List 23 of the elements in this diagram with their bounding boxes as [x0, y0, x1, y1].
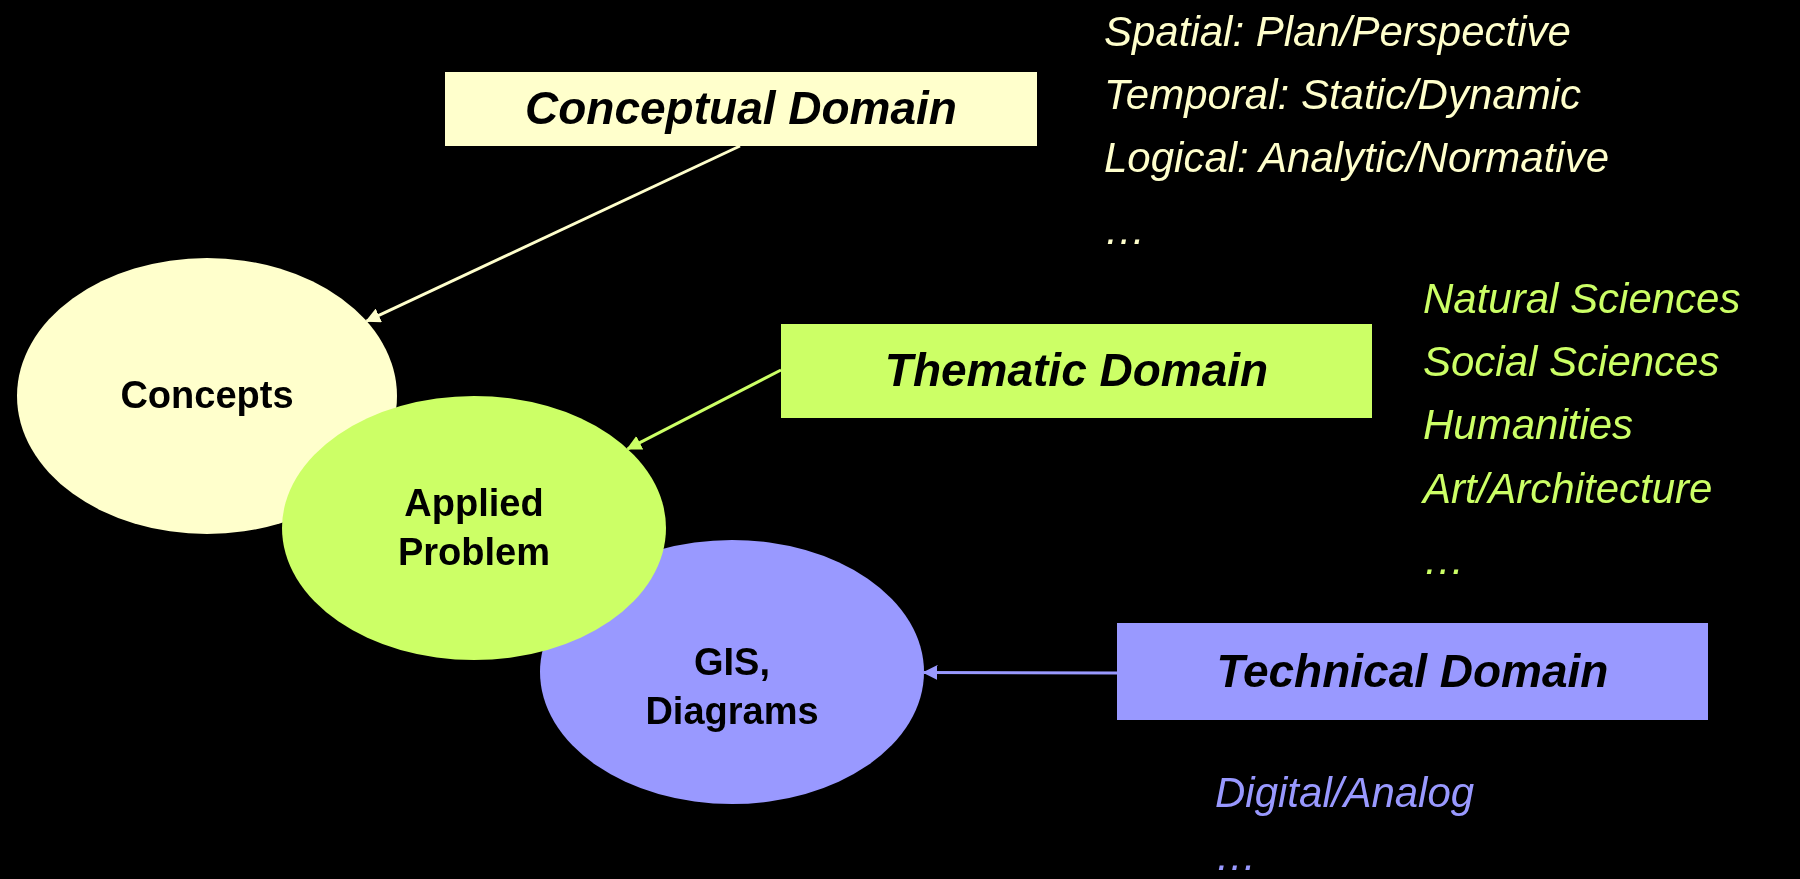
node-label: Concepts	[119, 373, 295, 419]
domain-note: Temporal: Static/Dynamic	[1104, 71, 1581, 120]
node-label: Thematic Domain	[884, 343, 1269, 399]
node-label: Applied Problem	[396, 480, 551, 575]
domain-note: …	[1215, 832, 1257, 879]
domain-note: Social Sciences	[1423, 338, 1720, 387]
domain-note: Spatial: Plan/Perspective	[1104, 8, 1571, 57]
arrow	[922, 665, 1117, 681]
domain-note: Art/Architecture	[1423, 465, 1713, 514]
domain-note: Humanities	[1423, 401, 1634, 450]
domain-note: …	[1423, 536, 1465, 585]
arrow	[626, 368, 782, 451]
domain-note: Natural Sciences	[1423, 275, 1741, 324]
node-label: GIS, Diagrams	[644, 639, 820, 734]
arrow	[365, 144, 741, 323]
domain-box	[445, 72, 1037, 146]
domain-note: Logical: Analytic/Normative	[1104, 134, 1609, 183]
node-label: Conceptual Domain	[525, 81, 957, 137]
domain-box	[1117, 623, 1708, 720]
node-label: Technical Domain	[1216, 643, 1609, 699]
domain-note: Digital/Analog	[1215, 769, 1475, 818]
domain-note: …	[1104, 206, 1146, 255]
domain-box	[781, 324, 1372, 418]
